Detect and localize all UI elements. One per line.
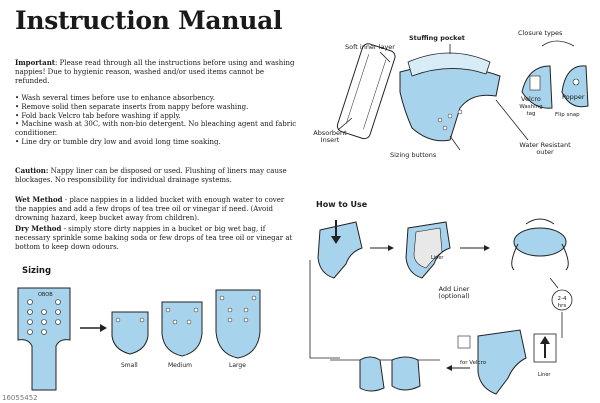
caution-label: Caution: bbox=[15, 166, 49, 175]
instructions-column: Instruction Manual Important: Please rea… bbox=[0, 0, 300, 403]
size-label-large: Large bbox=[229, 362, 246, 369]
label-add-liner: Add Liner (optional) bbox=[438, 285, 470, 300]
label-liner-step4: Liner bbox=[538, 372, 551, 378]
caution-note: Caution: Nappy liner can be disposed or … bbox=[15, 166, 297, 185]
sizing-diagram: OBOB bbox=[17, 287, 261, 391]
size-label-medium: Medium bbox=[168, 362, 192, 369]
nappy-anatomy-diagram bbox=[336, 40, 589, 151]
step-remove-insert bbox=[457, 329, 557, 395]
small-nappy-illustration bbox=[111, 311, 149, 355]
label-soft-inner-layer: Soft inner layer bbox=[345, 43, 395, 51]
absorbent-insert-illustration bbox=[336, 43, 396, 140]
important-text: : Please read through all the instructio… bbox=[15, 59, 295, 85]
label-hours: 2-4 hrs bbox=[557, 296, 567, 309]
label-popper: Popper bbox=[562, 93, 585, 101]
medium-nappy-illustration bbox=[161, 301, 203, 357]
caution-text: Nappy liner can be disposed or used. Flu… bbox=[15, 167, 287, 184]
bullet-item: Remove solid then separate inserts from … bbox=[15, 103, 297, 112]
size-label-small: Small bbox=[121, 362, 138, 369]
pocket-nappy-illustration bbox=[399, 52, 501, 142]
page-title: Instruction Manual bbox=[15, 6, 283, 35]
label-washing-tag: Washing tag bbox=[519, 104, 543, 117]
how-to-use-diagram bbox=[309, 218, 573, 395]
footer-id: 16055452 bbox=[2, 394, 38, 402]
label-closure-types: Closure types bbox=[518, 29, 563, 37]
step-add-liner bbox=[405, 221, 451, 279]
step-line-dry bbox=[330, 356, 440, 392]
step-wear-nappy bbox=[511, 218, 569, 271]
large-nappy-illustration bbox=[215, 289, 261, 359]
label-sizing-buttons: Sizing buttons bbox=[390, 151, 437, 159]
svg-text:OBOB: OBOB bbox=[38, 292, 53, 298]
sizing-title: Sizing bbox=[22, 266, 52, 276]
step-open-nappy bbox=[317, 220, 363, 279]
dry-method-label: Dry Method bbox=[15, 224, 62, 233]
label-velcro: Velcro bbox=[521, 95, 541, 103]
bullet-item: Fold back Velcro tab before washing if a… bbox=[15, 112, 297, 121]
bullet-item: Wash several times before use to enhance… bbox=[15, 94, 297, 103]
label-stuffing-pocket: Stuffing pocket bbox=[409, 34, 465, 42]
label-absorbent-insert: Absorbent Insert bbox=[313, 129, 347, 144]
dry-method: Dry Method - simply store dirty nappies … bbox=[15, 224, 297, 251]
label-for-velcro: for Velcro bbox=[460, 360, 487, 366]
diagram-column: Soft inner layer Stuffing pocket Closure… bbox=[300, 0, 600, 403]
clock-icon bbox=[551, 289, 573, 311]
dry-method-text: - simply store dirty nappies in a bucket… bbox=[15, 225, 293, 251]
wet-method-label: Wet Method bbox=[15, 195, 63, 204]
closure-types-illustration bbox=[521, 40, 589, 109]
open-nappy-illustration: OBOB bbox=[17, 287, 71, 391]
label-water-resistant-outer: Water Resistant outer bbox=[519, 141, 571, 156]
washing-bullets: Wash several times before use to enhance… bbox=[15, 94, 297, 147]
label-flip-snap: Flip snap bbox=[555, 112, 580, 118]
bullet-item: Machine wash at 30C, with non-bio deterg… bbox=[15, 120, 297, 138]
bullet-item: Line dry or tumble dry low and avoid lon… bbox=[15, 138, 297, 147]
label-liner-step2: Liner bbox=[431, 255, 444, 261]
important-note: Important: Please read through all the i… bbox=[15, 58, 297, 85]
important-label: Important bbox=[15, 58, 56, 67]
how-to-use-title: How to Use bbox=[316, 200, 368, 209]
wet-method-text: - place nappies in a lidded bucket with … bbox=[15, 196, 285, 222]
wet-method: Wet Method - place nappies in a lidded b… bbox=[15, 195, 297, 222]
